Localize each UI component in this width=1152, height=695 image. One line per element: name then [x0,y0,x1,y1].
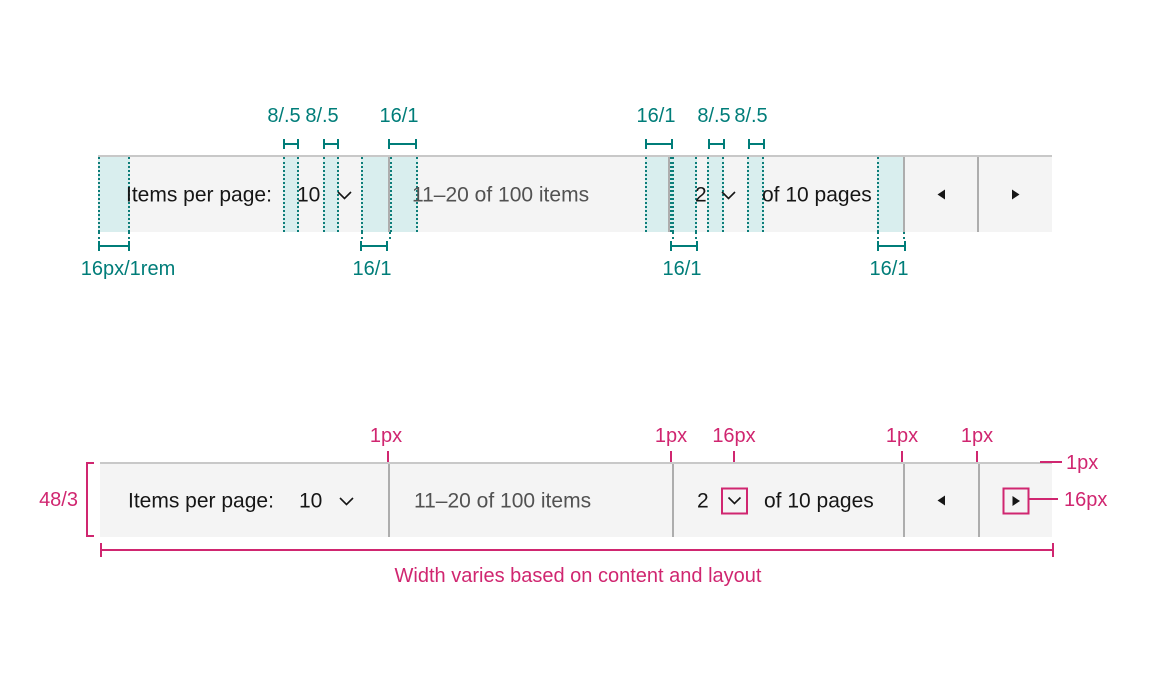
spacing-label: 8/.5 [267,105,301,127]
divider [388,464,390,537]
divider [388,157,390,232]
spacing-label: 16px/1rem [80,258,176,280]
measure-bracket [645,139,673,149]
chevron-down-icon[interactable] [336,189,353,200]
size-label: 16px [712,425,756,447]
caret-right-icon [1011,494,1021,507]
spacing-label: 16/1 [869,258,909,280]
range-text: 11–20 of 100 items [414,489,592,512]
measure-bracket [670,241,698,251]
caret-right-icon [1011,188,1021,201]
page-size-value[interactable]: 10 [299,489,323,512]
chevron-down-icon[interactable] [727,496,742,506]
size-label: 1px [960,425,994,447]
divider [977,157,979,232]
next-page-button[interactable] [980,464,1052,537]
previous-page-button[interactable] [904,157,977,232]
spacing-highlight [98,157,130,239]
spacing-highlight [747,157,764,232]
spacing-label: 8/.5 [305,105,339,127]
spacing-label: 16/1 [352,258,392,280]
size-label: 1px [369,425,403,447]
measure-bracket [388,139,417,149]
size-label: 1px [654,425,688,447]
spacing-label: 8/.5 [734,105,768,127]
spacing-highlight [707,157,724,232]
spacing-label: 16/1 [379,105,419,127]
spacing-highlight [645,157,672,232]
items-per-page-label: Items per page: [126,183,272,206]
size-label: 1px [1066,452,1099,474]
next-page-button[interactable] [979,157,1052,232]
divider [978,464,980,537]
spacing-highlight [390,157,418,232]
callout-tick [901,451,903,467]
icon-size-annotation-box [721,487,748,514]
measure-bracket [877,241,906,251]
current-page-value[interactable]: 2 [695,183,707,206]
pages-text: of 10 pages [764,489,874,512]
icon-size-annotation-box [1002,487,1030,514]
page-size-value[interactable]: 10 [297,183,321,206]
measure-bracket [98,241,130,251]
pages-text: of 10 pages [762,183,872,206]
measure-bracket [748,139,765,149]
callout-tick [387,451,389,467]
measure-bracket [360,241,388,251]
spacing-label: 16/1 [636,105,676,127]
pagination-bar-size-spec: Items per page: 10 11–20 of 100 items 2 … [100,462,1052,537]
width-note: Width varies based on content and layout [394,565,762,587]
callout-tick [976,451,978,467]
size-label: 16px [1064,489,1108,511]
spacing-highlight [323,157,339,232]
size-label: 1px [885,425,919,447]
height-bracket [86,462,94,537]
divider [903,464,905,537]
spacing-highlight [672,157,697,239]
previous-page-button[interactable] [904,464,978,537]
callout-line [1040,461,1062,463]
caret-left-icon [936,188,946,201]
current-page-value[interactable]: 2 [697,489,709,512]
chevron-down-icon[interactable] [338,495,355,506]
range-text: 11–20 of 100 items [412,183,590,206]
width-measure-line [100,543,1054,557]
divider [672,464,674,537]
spacing-highlight [877,157,905,239]
measure-bracket [283,139,299,149]
pagination-bar-spacing-spec: Items per page: 10 11–20 of 100 items 2 … [98,155,1052,239]
caret-left-icon [936,494,946,507]
callout-line [1029,498,1058,500]
spacing-highlight [283,157,299,232]
spacing-label: 8/.5 [697,105,731,127]
items-per-page-label: Items per page: [128,489,274,512]
spacing-label: 16/1 [662,258,702,280]
callout-tick [670,451,672,467]
measure-bracket [708,139,725,149]
divider [668,157,670,232]
divider [903,157,905,232]
chevron-down-icon[interactable] [720,189,737,200]
spacing-highlight [361,157,391,239]
measure-bracket [323,139,339,149]
height-label: 48/3 [39,489,78,511]
